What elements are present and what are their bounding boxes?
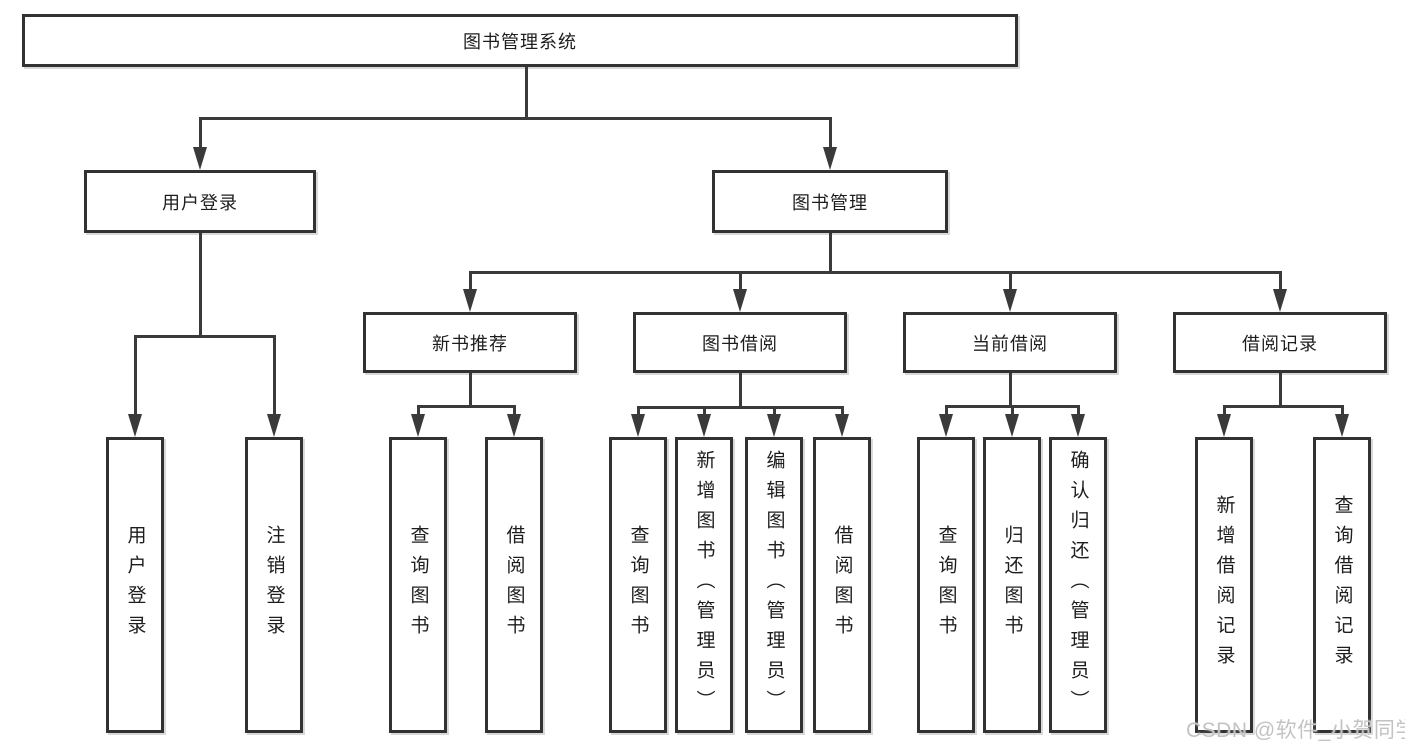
arrowhead-down-icon	[463, 289, 477, 312]
leaf-borrow-books: 借阅图书	[813, 437, 871, 733]
leaf-add-book-admin: 新增图书（管理员）	[675, 437, 733, 733]
connector-drop-leaf	[417, 405, 420, 414]
connector-level3-rail	[469, 271, 1282, 274]
connector-new-book-rail	[417, 405, 516, 408]
leaf-label: 注销登录	[263, 525, 285, 645]
connector-drop-leaf	[1077, 405, 1080, 414]
leaf-user-login: 用户登录	[106, 437, 164, 733]
arrowhead-down-icon	[411, 414, 425, 437]
leaf-label: 查询图书	[407, 525, 429, 645]
leaf-add-borrow-record: 新增借阅记录	[1195, 437, 1253, 733]
leaf-confirm-return-admin: 确认归还（管理员）	[1049, 437, 1107, 733]
connector-drop-current-borrow	[1009, 271, 1012, 289]
connector-drop-leaf	[513, 405, 516, 414]
node-book-management: 图书管理	[712, 170, 948, 233]
node-library-system: 图书管理系统	[22, 14, 1018, 67]
connector-book-management-drop	[829, 233, 832, 272]
node-label: 当前借阅	[972, 333, 1048, 354]
arrowhead-down-icon	[733, 289, 747, 312]
connector-user-login-drop	[199, 233, 202, 336]
connector-new-book-drop	[469, 373, 472, 406]
leaf-query-borrow-record: 查询借阅记录	[1313, 437, 1371, 733]
node-book-borrow: 图书借阅	[633, 312, 847, 373]
connector-drop-leaf	[773, 406, 776, 414]
leaf-label: 编辑图书（管理员）	[763, 450, 785, 720]
leaf-label: 查询图书	[935, 525, 957, 645]
leaf-label: 用户登录	[124, 525, 146, 645]
connector-drop-leaf	[945, 405, 948, 414]
arrowhead-down-icon	[1335, 414, 1349, 437]
connector-book-borrow-drop	[739, 373, 742, 407]
node-label: 图书借阅	[702, 333, 778, 354]
connector-drop-book-borrow	[739, 271, 742, 289]
arrowhead-down-icon	[939, 414, 953, 437]
connector-drop-leaf	[1341, 405, 1344, 414]
connector-drop-leaf	[1223, 405, 1226, 414]
arrowhead-down-icon	[1005, 414, 1019, 437]
arrowhead-down-icon	[767, 414, 781, 437]
connector-book-borrow-rail	[637, 406, 844, 409]
node-user-login: 用户登录	[84, 170, 316, 233]
csdn-watermark: CSDN @软件_小贺同学	[1186, 719, 1405, 742]
connector-drop-leaf	[637, 406, 640, 414]
arrowhead-down-icon	[823, 147, 837, 170]
arrowhead-down-icon	[128, 414, 142, 437]
connector-drop-leaf	[1011, 405, 1014, 414]
leaf-label: 确认归还（管理员）	[1067, 450, 1089, 720]
leaf-label: 归还图书	[1001, 525, 1023, 645]
connector-drop-new-book	[469, 271, 472, 289]
node-label: 用户登录	[162, 192, 238, 213]
connector-borrow-records-rail	[1223, 405, 1344, 408]
arrowhead-down-icon	[267, 414, 281, 437]
connector-drop-user-login	[199, 117, 202, 147]
arrowhead-down-icon	[1071, 414, 1085, 437]
leaf-edit-book-admin: 编辑图书（管理员）	[745, 437, 803, 733]
connector-drop-borrow-records	[1279, 271, 1282, 289]
node-label: 新书推荐	[432, 333, 508, 354]
connector-drop-leaf	[273, 335, 276, 414]
leaf-label: 借阅图书	[831, 525, 853, 645]
connector-user-login-rail	[134, 335, 276, 338]
arrowhead-down-icon	[193, 147, 207, 170]
node-label: 图书管理	[792, 192, 868, 213]
connector-drop-leaf	[134, 335, 137, 414]
leaf-label: 查询图书	[627, 525, 649, 645]
node-borrow-records: 借阅记录	[1173, 312, 1387, 373]
arrowhead-down-icon	[835, 414, 849, 437]
node-new-book-recommend: 新书推荐	[363, 312, 577, 373]
arrowhead-down-icon	[1217, 414, 1231, 437]
arrowhead-down-icon	[1273, 289, 1287, 312]
arrowhead-down-icon	[631, 414, 645, 437]
connector-current-borrow-drop	[1009, 373, 1012, 406]
leaf-query-books: 查询图书	[609, 437, 667, 733]
connector-borrow-records-drop	[1279, 373, 1282, 406]
leaf-label: 新增借阅记录	[1213, 495, 1235, 675]
connector-drop-leaf	[703, 406, 706, 414]
arrowhead-down-icon	[697, 414, 711, 437]
node-label: 图书管理系统	[463, 31, 577, 52]
leaf-query-books: 查询图书	[917, 437, 975, 733]
leaf-borrow-books: 借阅图书	[485, 437, 543, 733]
leaf-logout: 注销登录	[245, 437, 303, 733]
arrowhead-down-icon	[507, 414, 521, 437]
arrowhead-down-icon	[1003, 289, 1017, 312]
node-current-borrow: 当前借阅	[903, 312, 1117, 373]
leaf-return-books: 归还图书	[983, 437, 1041, 733]
leaf-label: 查询借阅记录	[1331, 495, 1353, 675]
node-label: 借阅记录	[1242, 333, 1318, 354]
leaf-label: 新增图书（管理员）	[693, 450, 715, 720]
connector-root-drop	[525, 67, 528, 118]
leaf-query-books: 查询图书	[389, 437, 447, 733]
connector-level2-rail	[199, 117, 832, 120]
connector-drop-leaf	[841, 406, 844, 414]
leaf-label: 借阅图书	[503, 525, 525, 645]
connector-drop-book-management	[829, 117, 832, 147]
